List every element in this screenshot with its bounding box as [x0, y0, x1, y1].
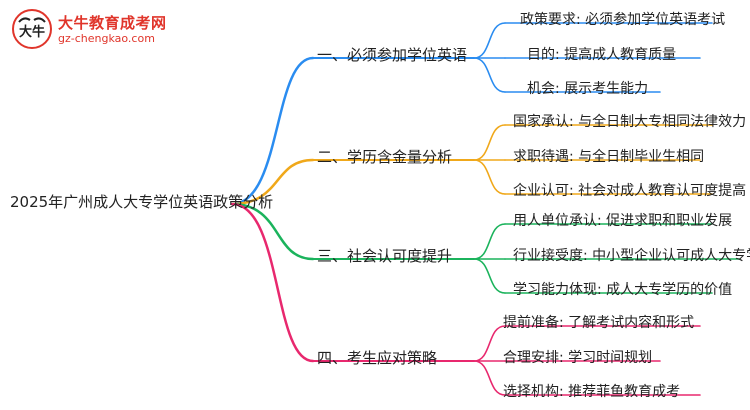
- branch-3-leaf-1: 用人单位承认: 促进求职和职业发展: [513, 213, 733, 229]
- branch-3-leaf-1-connector: [473, 223, 506, 260]
- branch-1-leaf-3: 机会: 展示考生能力: [527, 81, 649, 97]
- logo-url: gz-chengkao.com: [58, 32, 155, 45]
- bull-logo-icon: 大牛: [12, 9, 52, 49]
- branch-4-leaf-3: 选择机构: 推荐菲鱼教育成考: [503, 384, 681, 400]
- branch-2-connector: [230, 158, 315, 206]
- site-logo[interactable]: 大牛 大牛教育成考网 gz-chengkao.com: [10, 8, 180, 50]
- branch-3-leaf-2: 行业接受度: 中小型企业认可成人大专学历: [513, 248, 750, 264]
- branch-3-leaf-3-connector: [473, 258, 506, 294]
- branch-2-leaf-3: 企业认可: 社会对成人教育认可度提高: [513, 183, 747, 199]
- branch-4-connector: [230, 202, 315, 363]
- branch-4-leaf-3-connector: [473, 360, 506, 396]
- branch-1-leaf-1-connector: [473, 22, 506, 59]
- branch-2-leaf-3-connector: [473, 159, 506, 195]
- logo-title: 大牛教育成考网: [58, 14, 167, 32]
- branch-2-leaf-1-connector: [473, 124, 506, 161]
- branch-4-leaf-2: 合理安排: 学习时间规划: [503, 350, 653, 366]
- branch-1-label: 一、必须参加学位英语: [317, 46, 468, 64]
- branch-3-leaf-3: 学习能力体现: 成人大专学历的价值: [513, 282, 733, 298]
- branch-1-leaf-2: 目的: 提高成人教育质量: [527, 47, 677, 63]
- branch-4-leaf-1: 提前准备: 了解考试内容和形式: [503, 315, 695, 331]
- branch-3-connector: [230, 202, 315, 261]
- branch-2-leaf-2: 求职待遇: 与全日制毕业生相同: [513, 149, 705, 165]
- branch-3-label: 三、社会认可度提升: [317, 247, 453, 265]
- branch-1-leaf-3-connector: [473, 57, 506, 93]
- branch-2-label: 二、学历含金量分析: [317, 148, 453, 166]
- branch-4-label: 四、考生应对策略: [317, 349, 438, 367]
- branch-2-leaf-1: 国家承认: 与全日制大专相同法律效力: [513, 114, 747, 130]
- branch-4-leaf-1-connector: [473, 325, 506, 362]
- logo-mark-text: 大牛: [19, 24, 45, 40]
- branch-1-connector: [230, 56, 315, 206]
- branch-1-leaf-1: 政策要求: 必须参加学位英语考试: [520, 12, 726, 28]
- root-topic: 2025年广州成人大专学位英语政策分析: [10, 193, 274, 211]
